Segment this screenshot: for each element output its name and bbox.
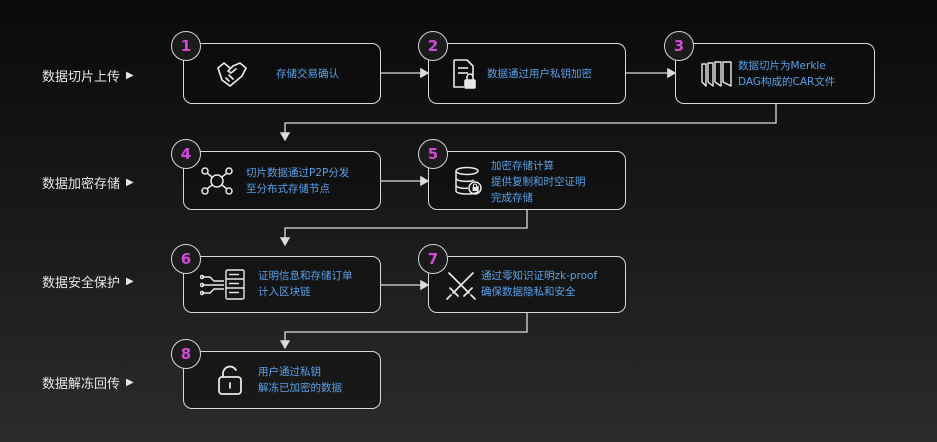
unlock-icon	[218, 365, 242, 395]
step-5-badge: 5	[418, 139, 448, 169]
step-8-badge: 8	[171, 339, 201, 369]
step-4-badge: 4	[171, 139, 201, 169]
step-1-box: 存储交易确认	[183, 43, 381, 104]
text-line: 切片数据通过P2P分发	[246, 167, 350, 179]
row-label-retrieve: 数据解冻回传 ▶	[42, 373, 134, 392]
step-7-text: 通过零知识证明zk-proof 确保数据隐私和安全	[481, 268, 597, 300]
step-4-box: 切片数据通过P2P分发 至分布式存储节点	[183, 151, 381, 210]
step-6-box: 证明信息和存储订单 计入区块链	[183, 256, 381, 313]
server-circuit-icon	[200, 269, 245, 300]
play-arrow-icon: ▶	[126, 276, 134, 287]
play-arrow-icon: ▶	[126, 177, 134, 188]
step-7-badge: 7	[418, 244, 448, 274]
step-5-box: 加密存储计算 提供复制和时空证明 完成存储	[428, 151, 626, 210]
arrow-5-6	[279, 210, 528, 247]
text-line: 存储交易确认	[276, 68, 339, 80]
step-8-text: 用户通过私钥 解冻已加密的数据	[258, 364, 342, 396]
text-line: 完成存储	[491, 192, 533, 204]
step-2-text: 数据通过用户私钥加密	[487, 66, 592, 82]
play-arrow-icon: ▶	[126, 70, 134, 81]
step-4-text: 切片数据通过P2P分发 至分布式存储节点	[246, 165, 349, 197]
step-8-box: 用户通过私钥 解冻已加密的数据	[183, 351, 381, 409]
row-label-text: 数据加密存储	[42, 177, 121, 192]
text-line: 确保数据隐私和安全	[481, 286, 576, 298]
row-label-text: 数据解冻回传	[42, 377, 121, 392]
text-line: 用户通过私钥	[258, 366, 321, 378]
row-label-upload: 数据切片上传 ▶	[42, 66, 134, 85]
secure-database-icon	[455, 166, 482, 195]
handshake-icon	[217, 62, 247, 87]
text-line: 至分布式存储节点	[246, 183, 330, 195]
text-line: DAG构成的CAR文件	[738, 76, 836, 88]
crossed-swords-icon	[446, 272, 476, 300]
step-1-text: 存储交易确认	[276, 66, 339, 82]
step-2-badge: 2	[418, 31, 448, 61]
play-arrow-icon: ▶	[126, 377, 134, 388]
row-label-text: 数据切片上传	[42, 70, 121, 85]
step-6-badge: 6	[171, 244, 201, 274]
arrow-7-8	[279, 313, 528, 350]
locked-document-icon	[453, 59, 476, 89]
text-line: 加密存储计算	[491, 160, 554, 172]
step-5-text: 加密存储计算 提供复制和时空证明 完成存储	[491, 158, 586, 206]
row-label-security: 数据安全保护 ▶	[42, 272, 134, 291]
step-6-text: 证明信息和存储订单 计入区块链	[258, 268, 353, 300]
text-line: 提供复制和时空证明	[491, 176, 586, 188]
text-line: 计入区块链	[258, 286, 311, 298]
step-2-box: 数据通过用户私钥加密	[428, 43, 626, 104]
step-3-badge: 3	[664, 31, 694, 61]
step-3-text: 数据切片为Merkle DAG构成的CAR文件	[738, 58, 835, 90]
step-7-box: 通过零知识证明zk-proof 确保数据隐私和安全	[428, 256, 626, 313]
text-line: 数据切片为Merkle	[738, 60, 826, 72]
text-line: 数据通过用户私钥加密	[487, 68, 592, 80]
row-label-text: 数据安全保护	[42, 276, 121, 291]
network-nodes-icon	[201, 167, 233, 195]
text-line: 通过零知识证明zk-proof	[481, 270, 598, 282]
text-line: 证明信息和存储订单	[258, 270, 353, 282]
step-1-badge: 1	[171, 31, 201, 61]
row-label-encrypt-store: 数据加密存储 ▶	[42, 173, 134, 192]
stacked-files-icon	[701, 61, 732, 87]
text-line: 解冻已加密的数据	[258, 382, 342, 394]
arrow-3-4	[279, 103, 777, 142]
step-3-box: 数据切片为Merkle DAG构成的CAR文件	[675, 43, 875, 104]
